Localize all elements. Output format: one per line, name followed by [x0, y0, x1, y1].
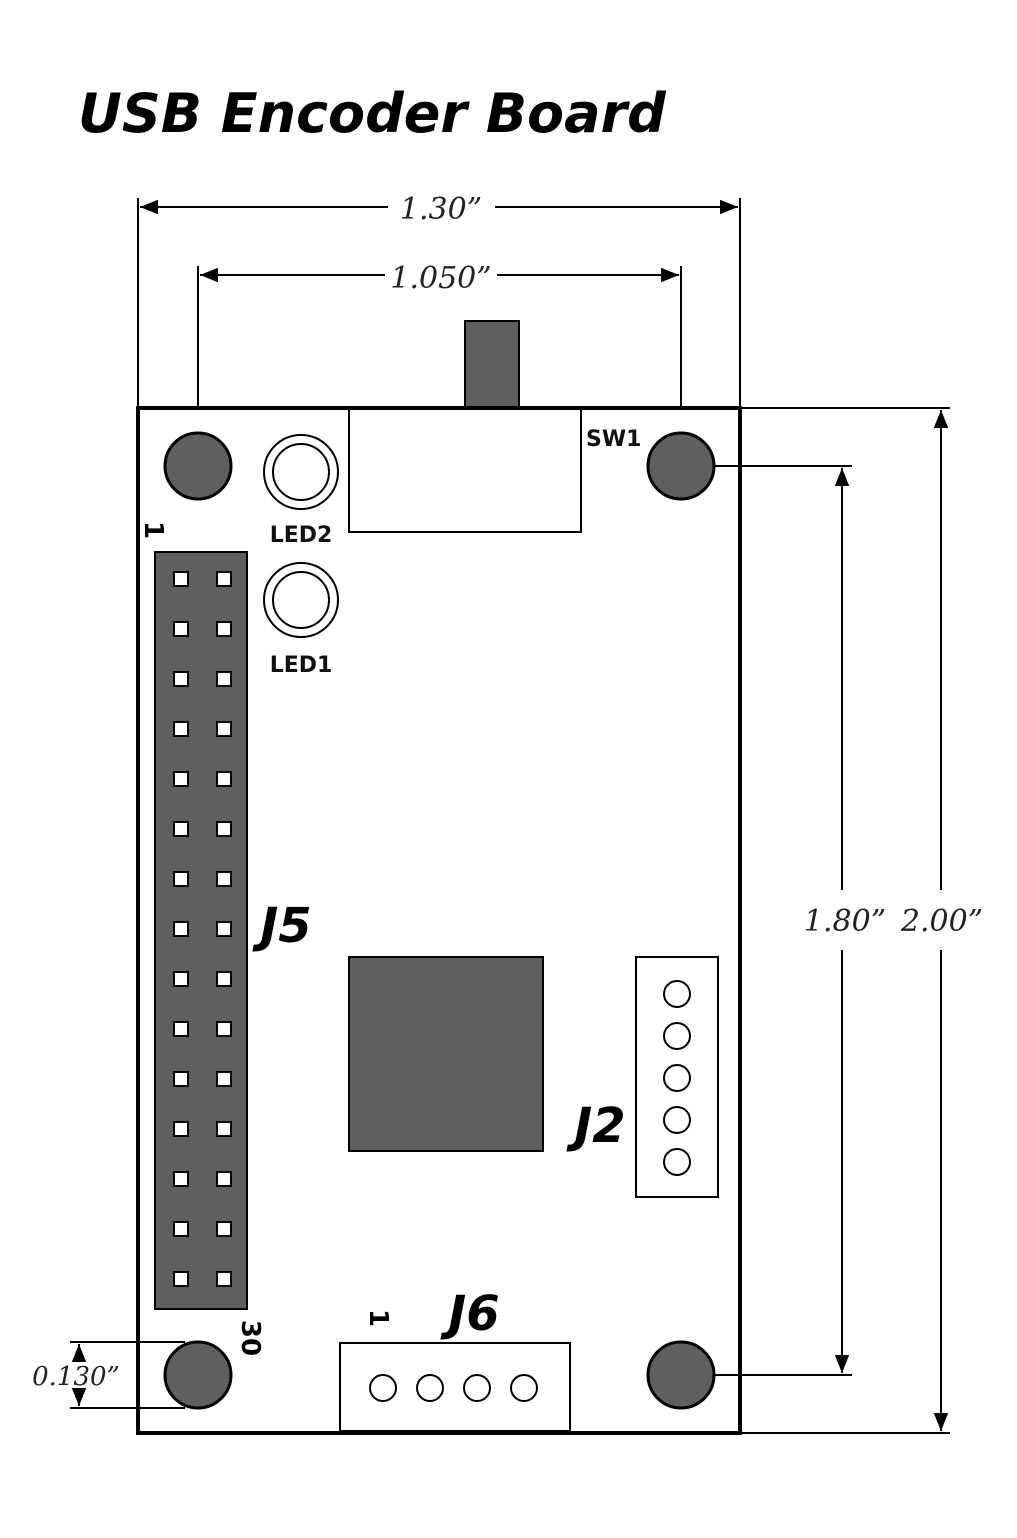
j5-pin	[216, 1271, 232, 1287]
j5-pin	[216, 1021, 232, 1037]
j6-pin	[416, 1374, 444, 1402]
connector-j2-pins	[663, 980, 691, 1176]
j5-pin	[173, 1221, 189, 1237]
j2-pin	[663, 1022, 691, 1050]
j5-pin	[173, 621, 189, 637]
j5-pin	[173, 671, 189, 687]
hole-offset-label: 0.130”	[32, 1362, 120, 1392]
j6-pin	[369, 1374, 397, 1402]
led1-label: LED1	[270, 653, 333, 678]
j5-pin	[173, 921, 189, 937]
j5-pin30-label: 30	[235, 1320, 265, 1356]
j5-pin	[216, 1221, 232, 1237]
page-title: USB Encoder Board	[78, 82, 667, 145]
mounting-hole-top-left	[163, 431, 233, 501]
overall-height-label: 2.00”	[900, 904, 983, 939]
j5-label: J5	[252, 898, 311, 954]
j5-pin	[216, 821, 232, 837]
mounting-hole-top-right	[646, 431, 716, 501]
led1	[263, 562, 339, 638]
j5-pin	[173, 1021, 189, 1037]
dimension-hole-spacing-height: 1.80”	[714, 465, 886, 1376]
j2-pin	[663, 1106, 691, 1134]
j2-pin	[663, 1064, 691, 1092]
j5-pin	[216, 721, 232, 737]
overall-width-label: 1.30”	[400, 192, 482, 227]
j5-pin	[216, 1071, 232, 1087]
connector-j5-pins	[173, 571, 232, 1287]
j5-pin	[173, 771, 189, 787]
j2-label: J2	[566, 1098, 625, 1154]
switch-sw1	[348, 408, 582, 533]
j5-pin1-label: 1	[138, 521, 168, 539]
j5-pin	[216, 1121, 232, 1137]
j5-pin	[216, 671, 232, 687]
j5-pin	[173, 821, 189, 837]
j5-pin	[216, 1171, 232, 1187]
mounting-hole-bottom-left	[163, 1340, 233, 1410]
connector-j5	[154, 551, 248, 1310]
dimension-overall-width: 1.30”	[137, 192, 741, 408]
j5-pin	[173, 721, 189, 737]
led2-label: LED2	[270, 523, 333, 548]
usb-cable-stub	[464, 320, 520, 410]
connector-j6-pins	[369, 1374, 538, 1402]
j5-pin	[216, 971, 232, 987]
hole-spacing-height-label: 1.80”	[804, 904, 886, 939]
j5-pin	[173, 871, 189, 887]
j5-pin	[173, 1071, 189, 1087]
j6-pin	[463, 1374, 491, 1402]
j5-pin	[173, 1171, 189, 1187]
switch-sw1-label: SW1	[586, 427, 641, 452]
j5-pin	[216, 871, 232, 887]
hole-spacing-width-label: 1.050”	[390, 261, 491, 296]
j6-label: J6	[440, 1286, 499, 1342]
main-ic-chip	[348, 956, 544, 1152]
j5-pin	[216, 571, 232, 587]
dimension-hole-spacing-width: 1.050”	[197, 261, 682, 440]
j5-pin	[173, 1121, 189, 1137]
dimension-overall-height: 2.00”	[742, 407, 983, 1434]
j5-pin	[216, 771, 232, 787]
j5-pin	[173, 571, 189, 587]
dimension-hole-offset: 0.130”	[32, 1341, 185, 1409]
j5-pin	[216, 621, 232, 637]
j5-pin	[216, 921, 232, 937]
j5-pin	[173, 1271, 189, 1287]
j5-pin	[173, 971, 189, 987]
j6-pin	[510, 1374, 538, 1402]
mounting-hole-bottom-right	[646, 1340, 716, 1410]
j2-pin	[663, 1148, 691, 1176]
j2-pin	[663, 980, 691, 1008]
led2	[263, 434, 339, 510]
j6-pin1-label: 1	[363, 1309, 393, 1327]
